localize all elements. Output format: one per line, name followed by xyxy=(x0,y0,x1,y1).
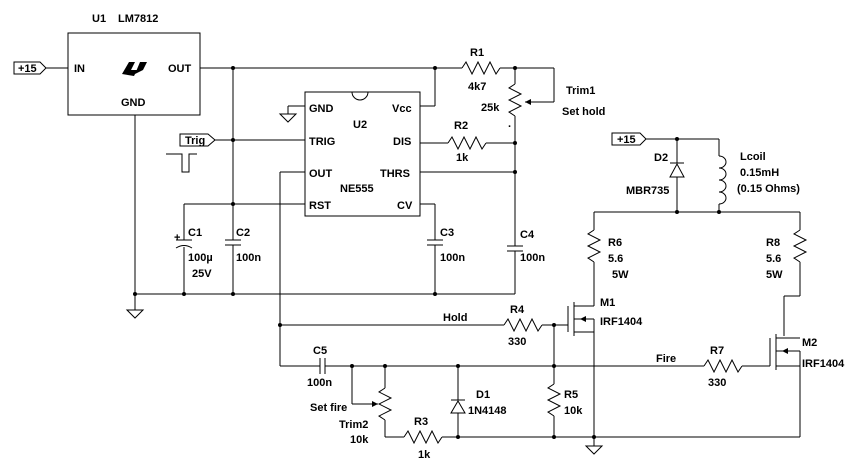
trim2-note: Set fire xyxy=(310,402,347,414)
r5-ref: R5 xyxy=(564,389,578,401)
r2-ref: R2 xyxy=(454,120,468,132)
lcoil-ref: Lcoil xyxy=(740,151,766,163)
ground-icon xyxy=(278,113,298,123)
r7-value: 330 xyxy=(708,377,726,389)
u1-pin-out: OUT xyxy=(168,63,192,75)
inductor-lcoil: Lcoil 0.15mH (0.15 Ohms) xyxy=(718,139,800,212)
c4-ref: C4 xyxy=(520,229,535,241)
resistor-r1: R1 4k7 xyxy=(461,47,501,93)
trim1-note: Set hold xyxy=(562,106,605,118)
r8-ref: R8 xyxy=(766,237,780,249)
capacitor-c5: C5 100n xyxy=(307,345,332,389)
resistor-r5: R5 10k xyxy=(546,383,583,417)
u2-part: NE555 xyxy=(340,183,374,195)
r8-power: 5W xyxy=(766,269,783,281)
c5-value: 100n xyxy=(307,377,332,389)
lcoil-value: 0.15mH xyxy=(740,167,779,179)
linear-tech-logo-icon xyxy=(122,62,147,76)
resistor-r4: R4 330 xyxy=(503,304,543,348)
u2-pin-gnd: GND xyxy=(309,103,334,115)
r5-value: 10k xyxy=(564,405,583,417)
port-plus15-right: +15 xyxy=(611,132,647,146)
u2-pin-vcc: Vcc xyxy=(392,103,412,115)
net-hold-label: Hold xyxy=(443,312,467,324)
port-plus15-right-label: +15 xyxy=(617,134,636,146)
r2-value: 1k xyxy=(456,152,469,164)
u2-pin-trig: TRIG xyxy=(309,136,335,148)
port-plus15-left-label: +15 xyxy=(18,63,37,75)
capacitor-c1: + C1 100µ 25V xyxy=(174,227,213,280)
c3-ref: C3 xyxy=(440,227,454,239)
r3-ref: R3 xyxy=(414,416,428,428)
c2-value: 100n xyxy=(236,252,261,264)
diode-d1: D1 1N4148 xyxy=(450,366,507,437)
capacitor-c2: C2 100n xyxy=(225,227,261,264)
resistor-r7: R7 330 xyxy=(703,345,743,389)
resistor-r3: R3 1k xyxy=(403,416,443,461)
ground-icon xyxy=(125,309,145,319)
r3-value: 1k xyxy=(418,449,431,461)
m1-ref: M1 xyxy=(600,297,615,309)
r6-power: 5W xyxy=(612,269,629,281)
r6-ref: R6 xyxy=(608,237,622,249)
u2-pin-rst: RST xyxy=(309,200,331,212)
trim2-ref: Trim2 xyxy=(339,419,368,431)
u2-pin-thrs: THRS xyxy=(380,168,410,180)
d2-part: MBR735 xyxy=(626,185,669,197)
d2-ref: D2 xyxy=(654,152,668,164)
trim1-ref: Trim1 xyxy=(566,85,595,97)
r1-ref: R1 xyxy=(470,47,484,59)
d1-ref: D1 xyxy=(476,389,490,401)
r4-ref: R4 xyxy=(510,304,525,316)
u2-ref: U2 xyxy=(353,119,367,131)
timer-u2: GND Vcc U2 TRIG DIS OUT THRS NE555 RST C… xyxy=(304,91,421,217)
trimmer-trim2: Set fire Trim2 10k xyxy=(310,366,393,446)
trigger-pulse-icon xyxy=(166,153,197,173)
svg-text:+: + xyxy=(174,232,180,244)
c1-voltage: 25V xyxy=(192,268,212,280)
d1-part: 1N4148 xyxy=(468,405,507,417)
lcoil-resistance: (0.15 Ohms) xyxy=(737,183,800,195)
c4-value: 100n xyxy=(520,252,545,264)
port-plus15-left: +15 xyxy=(13,61,47,75)
port-trig: Trig xyxy=(179,133,216,147)
u1-ref: U1 xyxy=(92,13,106,25)
r6-value: 5.6 xyxy=(608,253,623,265)
trim1-value: 25k xyxy=(481,102,500,114)
c3-value: 100n xyxy=(440,252,465,264)
regulator-u1: U1 LM7812 IN OUT GND xyxy=(67,13,201,116)
net-fire-label: Fire xyxy=(656,353,676,365)
c1-value: 100µ xyxy=(188,252,213,264)
m1-part: IRF1404 xyxy=(600,316,643,328)
r4-value: 330 xyxy=(508,336,526,348)
m2-part: IRF1404 xyxy=(802,358,845,370)
u1-pin-in: IN xyxy=(74,63,85,75)
ground-icon xyxy=(584,445,604,455)
resistor-r6: R6 5.6 5W xyxy=(586,229,629,281)
u1-pin-gnd: GND xyxy=(121,97,146,109)
capacitor-c3: C3 100n xyxy=(427,227,465,264)
port-trig-label: Trig xyxy=(185,135,205,147)
u2-pin-cv: CV xyxy=(397,200,413,212)
u2-pin-dis: DIS xyxy=(393,136,411,148)
c1-ref: C1 xyxy=(188,227,202,239)
mosfet-m2: M2 IRF1404 xyxy=(769,334,845,370)
diode-d2: D2 MBR735 xyxy=(626,139,685,212)
c2-ref: C2 xyxy=(236,227,250,239)
r1-value: 4k7 xyxy=(468,81,486,93)
capacitor-c4: C4 100n xyxy=(507,229,545,264)
r7-ref: R7 xyxy=(710,345,724,357)
m2-ref: M2 xyxy=(802,337,817,349)
trimmer-trim1: Trim1 25k Set hold · xyxy=(481,68,605,133)
trim2-value: 10k xyxy=(350,434,369,446)
mosfet-m1: M1 IRF1404 xyxy=(567,297,643,336)
r8-value: 5.6 xyxy=(766,253,781,265)
u1-part: LM7812 xyxy=(118,13,158,25)
c5-ref: C5 xyxy=(313,345,327,357)
resistor-r2: R2 1k xyxy=(447,120,487,164)
svg-text:·: · xyxy=(508,121,512,133)
resistor-r8: R8 5.6 5W xyxy=(766,229,808,281)
u2-pin-out: OUT xyxy=(309,168,333,180)
